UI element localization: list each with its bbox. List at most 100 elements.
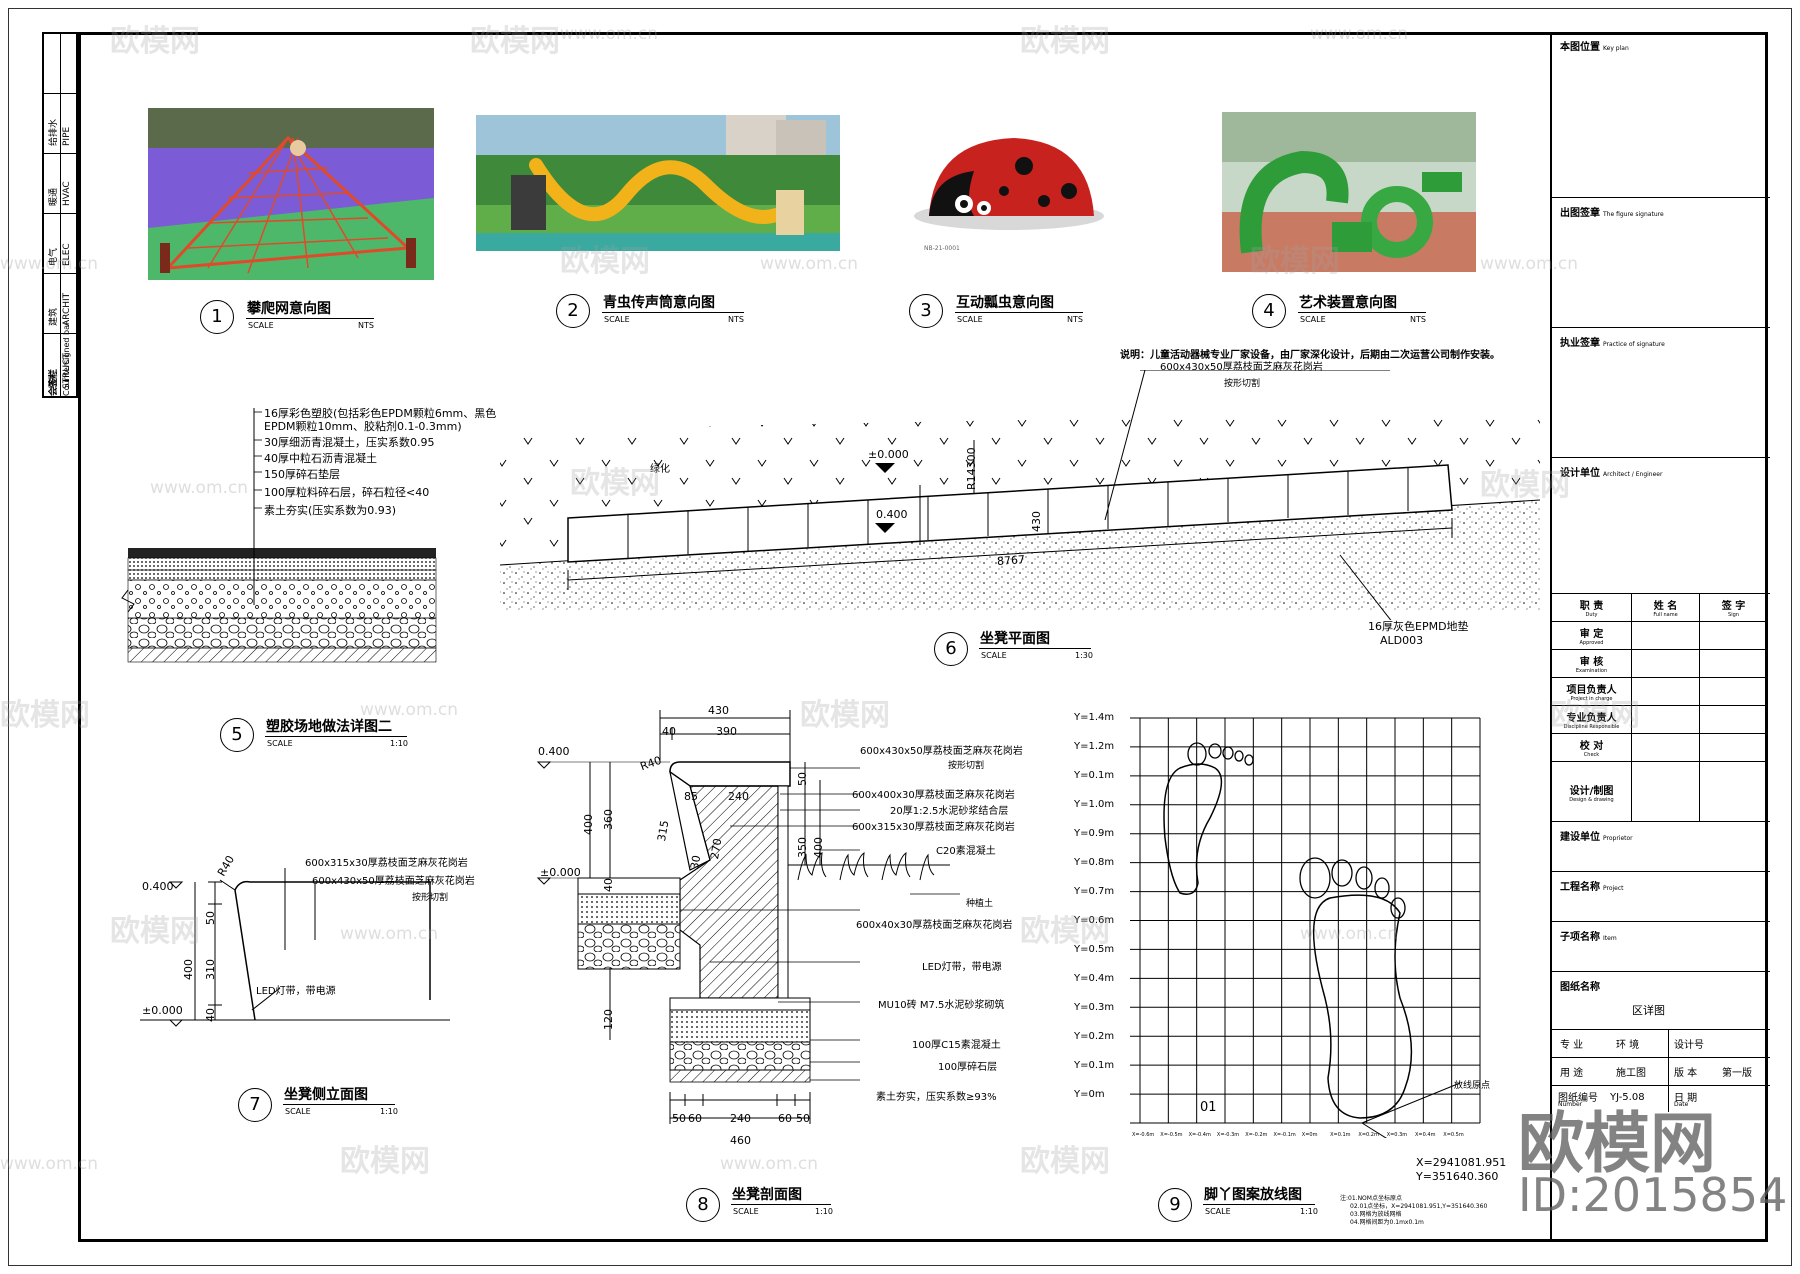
detail-2-scale-label: SCALE — [604, 315, 630, 324]
watermark-text: 欧模网 — [110, 914, 200, 949]
grid-y-label: Y=0.7m — [1074, 886, 1115, 897]
tb-discipline-value: 环 境 — [1616, 1040, 1640, 1051]
watermark-url: www.om.cn — [0, 1154, 99, 1174]
detail-9-scale-label: SCALE — [1205, 1207, 1231, 1216]
detail6-green: 绿化 — [650, 464, 670, 475]
watermark-text: 欧模网 — [340, 1144, 430, 1179]
strip-sub-hvac: HVAC — [62, 181, 72, 206]
watermark-text: 欧模网 — [110, 24, 200, 59]
detail-4-number: 4 — [1252, 294, 1286, 328]
detail-8-title: 坐凳剖面图 — [732, 1187, 802, 1203]
detail6-elev-zero: ±0.000 — [868, 448, 909, 461]
detail8-callout-6: C20素混凝土 — [936, 846, 996, 857]
detail8-callout-9: LED灯带，带电源 — [922, 962, 1002, 973]
grid-y-label: Y=0.6m — [1074, 915, 1115, 926]
photo3-caption: NB-21-0001 — [924, 245, 960, 252]
grid-y-label: Y=0.8m — [1074, 857, 1115, 868]
detail-7-drawing — [140, 868, 450, 1027]
watermark-text: 欧模网 — [570, 466, 660, 501]
detail7-d310: 310 — [204, 959, 217, 980]
role-label: 专业负责人 — [1566, 713, 1617, 724]
detail7-d50: 50 — [204, 911, 217, 925]
detail8-callout-5: 600x315x30厚荔枝面芝麻灰花岗岩 — [852, 822, 1015, 833]
detail8-callout-7: 种植土 — [966, 899, 994, 909]
role-label: 校 对 — [1579, 741, 1604, 752]
detail6-top-label: 600x430x50厚荔枝面芝麻灰花岗岩 — [1160, 362, 1323, 373]
detail6-code: ALD003 — [1380, 634, 1424, 647]
watermark-text: 欧模网 — [1550, 698, 1640, 733]
tb-drawing-name-value: 区详图 — [1632, 1004, 1665, 1017]
role-label-en: Examination — [1575, 668, 1608, 674]
roles-header-en: Duty — [1585, 612, 1598, 618]
detail-1-scale-value: NTS — [358, 321, 374, 330]
detail7-elev-top: 0.400 — [142, 880, 174, 893]
roles-header-text: 姓 名 — [1653, 601, 1678, 612]
detail8-callout-13: 素土夯实，压实系数≥93% — [876, 1092, 997, 1103]
detail6-dim430: 430 — [1030, 511, 1043, 532]
grid-x-label: X=-0.6m — [1132, 1132, 1155, 1138]
tb-purpose: 用 途 — [1560, 1068, 1584, 1079]
photo-ladybug: NB-21-0001 — [904, 116, 1114, 256]
detail9-coord-x: X=2941081.951 — [1416, 1156, 1507, 1169]
detail-7-underline — [283, 1104, 395, 1105]
detail5-layer-3: 40厚中粒石沥青混凝土 — [264, 452, 377, 465]
detail5-layer-1b: EPDM颗粒10mm、胶粘剂0.1-0.3mm) — [264, 420, 462, 433]
role-label-en: Project in charge — [1570, 696, 1613, 702]
detail8-dim-350: 350 — [796, 837, 809, 858]
role-entry-cell — [1700, 650, 1768, 678]
watermark-text: 欧模网 — [1020, 24, 1110, 59]
detail8-bot-60a: 60 — [688, 1112, 702, 1125]
role-label-en: Check — [1583, 752, 1600, 758]
tb-sheet-no-value: YJ-5.08 — [1610, 1092, 1645, 1103]
role-entry-cell — [1632, 762, 1700, 822]
detail6-elev-0400: 0.400 — [876, 508, 908, 521]
detail8-callout-12: 100厚碎石层 — [938, 1062, 998, 1073]
detail8-dim-360: 360 — [602, 809, 615, 830]
grid-x-label: X=0.1m — [1330, 1132, 1351, 1138]
detail-7-scale-value: 1:10 — [380, 1107, 398, 1116]
countersign-title: 会签栏 — [49, 368, 59, 396]
detail-8-underline — [731, 1204, 831, 1205]
detail-9-grid — [1130, 717, 1481, 1138]
detail-4-title: 艺术装置意向图 — [1299, 295, 1397, 311]
watermark-text: 欧模网 — [0, 698, 90, 733]
watermark-big-logo: 欧模网 — [1518, 1105, 1716, 1182]
detail8-callout-10: MU10砖 M7.5水泥砂浆砌筑 — [878, 1000, 1005, 1011]
detail9-note-3: 03.网格为放线网格 — [1350, 1211, 1402, 1218]
detail-6-scale-label: SCALE — [981, 651, 1007, 660]
detail-3-underline — [955, 312, 1083, 313]
tb-sheet-no: 图纸编号 — [1558, 1093, 1598, 1104]
detail8-bot-total: 460 — [730, 1134, 751, 1147]
strip-label-arch: 建筑 — [49, 307, 59, 326]
photo-art-installation — [1222, 112, 1476, 272]
watermark-url: www.om.cn — [360, 700, 459, 720]
detail8-dim-390: 390 — [716, 725, 737, 738]
role-label: 审 定 — [1579, 629, 1604, 640]
detail6-epdm: 16厚灰色EPMD地垫 — [1368, 620, 1469, 633]
watermark-text: 欧模网 — [800, 698, 890, 733]
role-entry-cell — [1700, 734, 1768, 762]
detail-3-title: 互动瓢虫意向图 — [956, 295, 1054, 311]
watermark-url: www.om.cn — [150, 478, 249, 498]
detail-5-scale-label: SCALE — [267, 739, 293, 748]
detail-7-title: 坐凳侧立面图 — [284, 1087, 368, 1103]
detail-6-underline — [979, 648, 1091, 649]
role-label: 项目负责人 — [1566, 685, 1617, 696]
detail7-label3: 按形切割 — [412, 893, 449, 903]
detail-1-title: 攀爬网意向图 — [247, 301, 331, 317]
detail5-layer-1: 16厚彩色塑胶(包括彩色EPDM颗粒6mm、黑色 — [264, 407, 497, 420]
detail6-dim8767: 8767 — [996, 553, 1026, 568]
detail-3-number: 3 — [909, 294, 943, 328]
detail8-dim-85: 85 — [684, 790, 698, 803]
detail-4-scale-value: NTS — [1410, 315, 1426, 324]
drawing-frame — [78, 32, 1768, 1242]
